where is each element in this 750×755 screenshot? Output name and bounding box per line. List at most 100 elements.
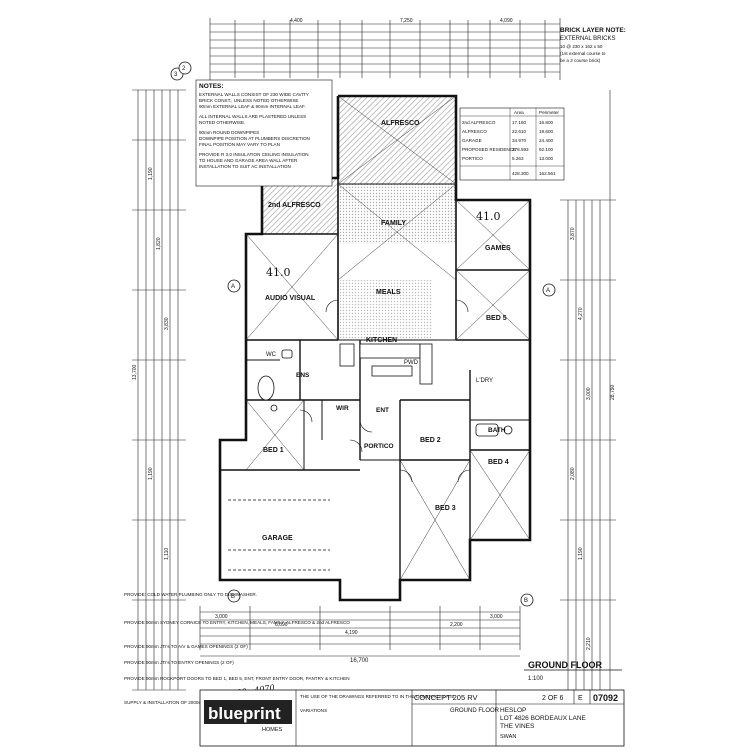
sheet-title: GROUND FLOOR (528, 660, 602, 670)
area-row-perim: 92.100 (539, 147, 553, 152)
page-of: 2 OF 6 (542, 695, 564, 702)
address-line2: THE VINES (500, 723, 535, 730)
grid-marker-a-right: A (546, 288, 550, 294)
top-dim-3: 4,090 (500, 18, 513, 24)
notes-heading: NOTES: (199, 83, 224, 90)
house-type: CONCEPT 205 RV (414, 693, 478, 702)
brick-note-line2: (1st external course to (560, 51, 606, 56)
right-dim-6: 2,210 (586, 637, 592, 650)
bottom-notes: PROVIDE: COLD WATER PLUMBING ONLY TO DIS… (124, 592, 350, 705)
room-label-wir: WIR (336, 405, 349, 412)
room-label-garage: GARAGE (262, 535, 293, 542)
garage-doors (228, 499, 330, 571)
notes-line: 90mm EXTERNAL LEAF & 90mm INTERNAL LEAF. (199, 104, 306, 109)
brick-note-title: BRICK LAYER NOTE: (560, 27, 626, 34)
area-row-name: PORTICO (462, 156, 483, 161)
area-row-name: GARAGE (462, 138, 482, 143)
room-label-bed5: BED 5 (486, 315, 507, 322)
right-dim-5: 1,190 (578, 547, 584, 560)
room-label-pwd: PWD (404, 360, 419, 366)
area-total-perim: 162.561 (539, 171, 556, 176)
room-label-bath: BATH (488, 427, 506, 434)
room-label-audio-visual: AUDIO VISUAL (265, 295, 316, 302)
room-label-alfresco: ALFRESCO (381, 120, 420, 127)
right-dim-overall: 28,790 (610, 384, 616, 400)
area-row-name: PROPOSED RESIDENCE (462, 147, 516, 152)
copyright-note: THE USE OF THE DRAWINGS REFERRED TO IN T… (300, 694, 455, 699)
bottom-note: PROVIDE 90mm JTI's TO A/V & GAMES OPENIN… (124, 644, 248, 649)
address-line1: LOT 4826 BORDEAUX LANE (500, 715, 587, 722)
level-label-right: 41.0 (476, 210, 501, 223)
grid-marker-2: 2 (182, 66, 186, 72)
bottom-dim-2: 6,090 (275, 622, 288, 628)
brand-logo: blueprint (208, 704, 281, 723)
notes-box (195, 79, 333, 187)
area-row-perim: 13.000 (539, 156, 553, 161)
room-label-ent: ENT (376, 407, 389, 414)
notes-line: PROVIDE R 3.0 INSULATION CEILING INSULAT… (199, 152, 309, 157)
room-label-wc: WC (266, 352, 277, 358)
bottom-dimension-lines (199, 606, 521, 650)
room-label-2nd-alfresco: 2nd ALFRESCO (268, 202, 321, 209)
right-dim-4: 2,080 (570, 467, 576, 480)
area-row-area: 17.160 (512, 120, 526, 125)
top-dim-1: 4,400 (290, 18, 303, 24)
room-label-ens: ENS (296, 372, 310, 379)
grid-markers (170, 61, 556, 607)
area-row-perim: 16.800 (539, 120, 553, 125)
area-row-area: 278.593 (512, 147, 529, 152)
bottom-dim-1: 3,000 (215, 614, 228, 620)
room-label-meals: MEALS (376, 289, 401, 296)
room-label-bed1: BED 1 (263, 447, 284, 454)
notes-line: EXTERNAL WALLS CONSIST OF 230 WIDE CAVIT… (199, 92, 309, 97)
room-label-ldry: L'DRY (476, 378, 493, 384)
area-row-perim: 19.600 (539, 129, 553, 134)
sheet-scale: 1:100 (528, 676, 544, 682)
brick-note-line1: 10 @ 230 x 162 x 50 (560, 44, 603, 49)
right-dimension-lines (560, 90, 616, 701)
bottom-note: PROVIDE 90mm SYDNEY CORNICE TO ENTRY, KI… (124, 620, 350, 625)
notes-line: DOWNPIPE POSITION AT PLUMBERS DISCRETION (199, 136, 310, 141)
top-dim-2: 7,250 (400, 18, 413, 24)
area-row-area: 5.263 (512, 156, 524, 161)
level-label-left: 41.0 (266, 266, 291, 279)
bottom-note: SUPPLY & INSTALLATION OF 2000mm HIGH DOO… (124, 700, 252, 705)
area-table: Area Perimeter 2nd ALFRESCO 17.160 16.80… (459, 107, 565, 181)
notes-line: 90mm ROUND DOWNPIPES (199, 130, 259, 135)
bottom-note: PROVIDE 90mm ROCKPORT DOORS TO BED 1, BE… (124, 676, 350, 681)
room-label-bed4: BED 4 (488, 459, 509, 466)
room-label-family: FAMILY (381, 220, 406, 227)
kitchen-fixtures (339, 343, 433, 385)
sheet-name: GROUND FLOOR (450, 708, 500, 714)
ceiling-lines (245, 95, 531, 581)
left-dimension-lines (132, 89, 186, 691)
right-dim-3: 3,000 (586, 387, 592, 400)
right-dim-2: 4,270 (578, 307, 584, 320)
room-label-bed2: BED 2 (420, 437, 441, 444)
area-row-area: 34.970 (512, 138, 526, 143)
grid-marker-b-left: B (231, 594, 235, 600)
left-dim-3: 3,830 (164, 317, 170, 330)
variations-label: VARIATIONS (300, 708, 327, 713)
notes-line: ALL INTERNAL WALLS ARE PLASTERED UNLESS (199, 114, 306, 119)
brick-note-subtitle: EXTERNAL BRICKS (560, 36, 615, 42)
left-dim-2: 1,820 (156, 237, 162, 250)
area-header: Perimeter (539, 110, 559, 115)
area-header: Area (514, 110, 524, 115)
drawn-by: SWAN (500, 734, 516, 740)
family-dots (338, 184, 456, 244)
area-row-name: ALFRESCO (462, 129, 487, 134)
overall-width-dim: 16,700 (350, 658, 369, 664)
room-label-portico: PORTICO (364, 443, 394, 450)
area-total-area: 428.300 (512, 171, 529, 176)
room-label-games: GAMES (485, 245, 511, 252)
bottom-dim-5: 3,000 (490, 614, 503, 620)
meals-dots (340, 280, 432, 340)
bottom-note: PROVIDE 90mm JTI's TO ENTRY OPENINGS (2 … (124, 660, 234, 665)
bath-fixtures (257, 349, 513, 437)
left-dim-4: 1,190 (148, 467, 154, 480)
room-label-kitchen: KITCHEN (366, 337, 397, 344)
bottom-note: PROVIDE: COLD WATER PLUMBING ONLY TO DIS… (124, 592, 257, 597)
top-dimension-lines (209, 18, 561, 80)
